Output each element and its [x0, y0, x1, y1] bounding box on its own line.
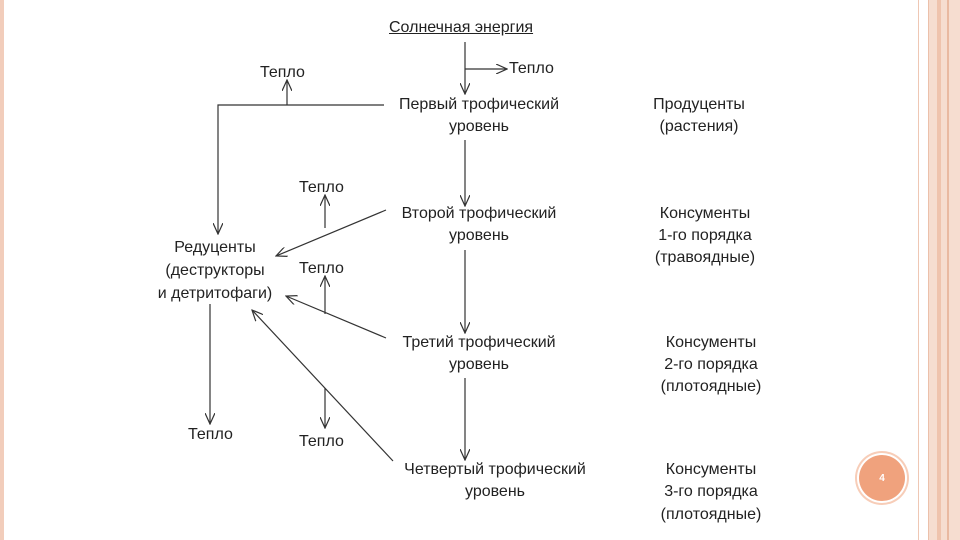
level3-line2: уровень	[448, 356, 510, 373]
reducers-line2: (деструкторы	[165, 262, 265, 279]
level2-line1: Второй трофический	[401, 205, 557, 222]
level4-line1: Четвертый трофический	[404, 461, 586, 478]
heat-label-level2: Тепло	[299, 179, 344, 196]
role4-line2: 3-го порядка	[664, 483, 758, 500]
arrow-level2-to-reducers	[276, 209, 387, 256]
role4-line1: Консументы	[665, 461, 757, 478]
role3-line3: (плотоядные)	[660, 378, 762, 395]
reducers-line3: и детритофаги)	[157, 285, 273, 302]
heat-label-solar: Тепло	[509, 60, 554, 77]
line-level1-to-reducers	[218, 104, 384, 234]
heat-label-level1: Тепло	[260, 64, 305, 81]
reducers-line1: Редуценты	[174, 239, 256, 256]
slide-frame-left	[0, 0, 4, 540]
role4-line3: (плотоядные)	[660, 506, 762, 523]
level2-line2: уровень	[448, 227, 510, 244]
page-number-badge: 4	[859, 455, 905, 501]
decor-stripe	[937, 0, 941, 540]
level4-line2: уровень	[464, 483, 526, 500]
arrow-level4-to-reducers	[252, 310, 394, 462]
slide-frame-line	[918, 0, 919, 540]
page-number: 4	[879, 472, 885, 484]
role2-line2: 1-го порядка	[658, 227, 752, 244]
role3-line1: Консументы	[665, 334, 757, 351]
level1-line2: уровень	[448, 118, 510, 135]
role1-line1: Продуценты	[653, 96, 745, 113]
heat-label-reducers: Тепло	[188, 426, 233, 443]
level1-line1: Первый трофический	[398, 96, 560, 113]
role3-line2: 2-го порядка	[664, 356, 758, 373]
heat-label-level4: Тепло	[299, 433, 344, 450]
slide-decor-strip	[928, 0, 960, 540]
arrow-level3-to-reducers	[286, 296, 387, 339]
role1-line2: (растения)	[659, 118, 739, 135]
source-solar-energy: Солнечная энергия	[389, 19, 534, 36]
role2-line3: (травоядные)	[654, 249, 756, 266]
heat-label-level3: Тепло	[299, 260, 344, 277]
role2-line1: Консументы	[659, 205, 751, 222]
level3-line1: Третий трофический	[402, 334, 556, 351]
decor-stripe	[947, 0, 949, 540]
